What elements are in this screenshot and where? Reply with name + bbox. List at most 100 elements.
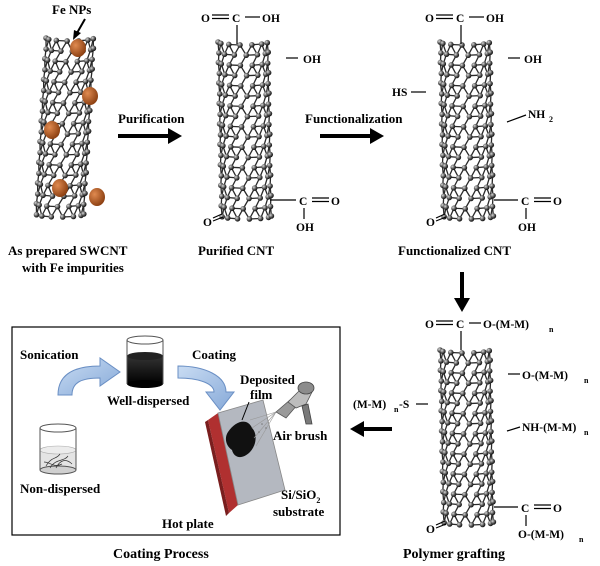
carbon-atom — [223, 133, 229, 139]
carbon-atom — [488, 418, 495, 424]
carbon-atom — [454, 93, 460, 99]
carbon-atom — [243, 52, 250, 59]
purified-caption: Purified CNT — [198, 243, 275, 258]
carbon-atom — [66, 203, 72, 210]
carbon-atom — [482, 450, 489, 456]
fe-np — [44, 121, 60, 139]
carbon-atom — [251, 185, 258, 191]
carbon-atom — [473, 471, 480, 478]
carbon-atom — [441, 102, 447, 108]
carbon-atom — [221, 51, 228, 58]
carbon-atom — [459, 350, 465, 356]
carbon-atom — [59, 121, 66, 127]
carbon-atom — [48, 47, 55, 54]
carbon-atom — [257, 215, 264, 222]
carbon-atom — [440, 389, 447, 395]
carbon-atom — [442, 142, 448, 149]
carbon-atom — [268, 192, 274, 199]
purified-cnt-tube — [215, 39, 275, 222]
carbon-atom — [64, 38, 70, 44]
left-arrow — [350, 421, 392, 437]
carbon-atom — [468, 216, 475, 222]
carbon-atom — [84, 139, 91, 146]
carbon-atom — [265, 69, 272, 76]
functionalized-caption: Functionalized CNT — [398, 243, 511, 258]
carbon-atom — [71, 192, 78, 199]
carbon-atom — [450, 471, 456, 477]
carbon-atom — [445, 153, 452, 160]
carbon-atom — [447, 349, 454, 356]
carbon-atom — [233, 154, 240, 161]
carbon-atom — [480, 41, 487, 47]
carbon-atom — [490, 213, 497, 219]
fe-nanoparticles — [44, 39, 105, 206]
carbon-atom — [74, 58, 81, 65]
functionalized-groups: O C OH OH HS NH 2 C O OH O — [392, 13, 562, 234]
carbon-atom — [479, 215, 486, 222]
carbon-atom — [443, 51, 450, 58]
carbon-atom — [477, 72, 483, 78]
well-dispersed-label: Well-dispersed — [107, 393, 190, 408]
svg-text:O: O — [201, 13, 210, 25]
carbon-atom — [218, 172, 225, 179]
carbon-atom — [238, 124, 245, 130]
carbon-atom — [487, 408, 494, 415]
svg-text:n: n — [394, 405, 399, 414]
carbon-atom — [482, 123, 489, 129]
carbon-atom — [455, 154, 462, 161]
carbon-atom — [58, 141, 64, 148]
carbon-atom — [237, 42, 243, 48]
carbon-atom — [249, 82, 256, 89]
non-dispersed-beaker — [39, 423, 77, 475]
carbon-atom — [441, 122, 448, 129]
carbon-atom — [481, 61, 487, 68]
deposited-label-line1: Deposited — [240, 372, 296, 387]
svg-text:NH: NH — [528, 109, 545, 121]
carbon-atom — [460, 124, 467, 130]
carbon-atom — [75, 130, 82, 137]
carbon-atom — [488, 90, 494, 96]
carbon-atom — [85, 37, 91, 43]
carbon-atom — [82, 78, 89, 85]
carbon-atom — [265, 101, 272, 107]
carbon-atom — [460, 431, 467, 437]
svg-text:n: n — [579, 535, 584, 544]
carbon-atom — [448, 62, 454, 68]
carbon-atom — [482, 143, 489, 150]
carbon-atom — [58, 48, 64, 54]
carbon-atom — [482, 409, 488, 416]
carbon-atom — [444, 420, 451, 426]
carbon-atom — [446, 215, 453, 221]
carbon-atom — [39, 108, 46, 114]
carbon-atom — [261, 184, 268, 191]
carbon-atom — [489, 203, 496, 210]
non-dispersed-label: Non-dispersed — [20, 481, 101, 496]
carbon-atom — [53, 37, 60, 44]
carbon-atom — [90, 35, 97, 42]
carbon-atom — [45, 36, 52, 43]
carbon-atom — [461, 451, 467, 457]
carbon-atom — [69, 141, 76, 148]
carbon-atom — [218, 61, 225, 67]
carbon-atom — [245, 154, 252, 161]
svg-text:C: C — [521, 196, 529, 208]
hot-plate-label: Hot plate — [162, 516, 214, 531]
carbon-atom — [442, 470, 449, 476]
svg-text:n: n — [584, 428, 589, 437]
carbon-atom — [460, 103, 466, 110]
svg-text:n: n — [549, 325, 554, 334]
carbon-atom — [442, 490, 449, 496]
carbon-atom — [459, 42, 465, 48]
carbon-atom — [264, 39, 271, 46]
carbon-atom — [483, 490, 490, 497]
carbon-atom — [68, 162, 75, 168]
carbon-atom — [446, 174, 452, 180]
carbon-atom — [439, 438, 446, 445]
carbon-atom — [489, 183, 495, 189]
carbon-atom — [465, 380, 472, 387]
carbon-atom — [456, 501, 462, 508]
carbon-atom — [489, 458, 496, 465]
carbon-atom — [477, 113, 484, 119]
carbon-atom — [448, 82, 455, 89]
